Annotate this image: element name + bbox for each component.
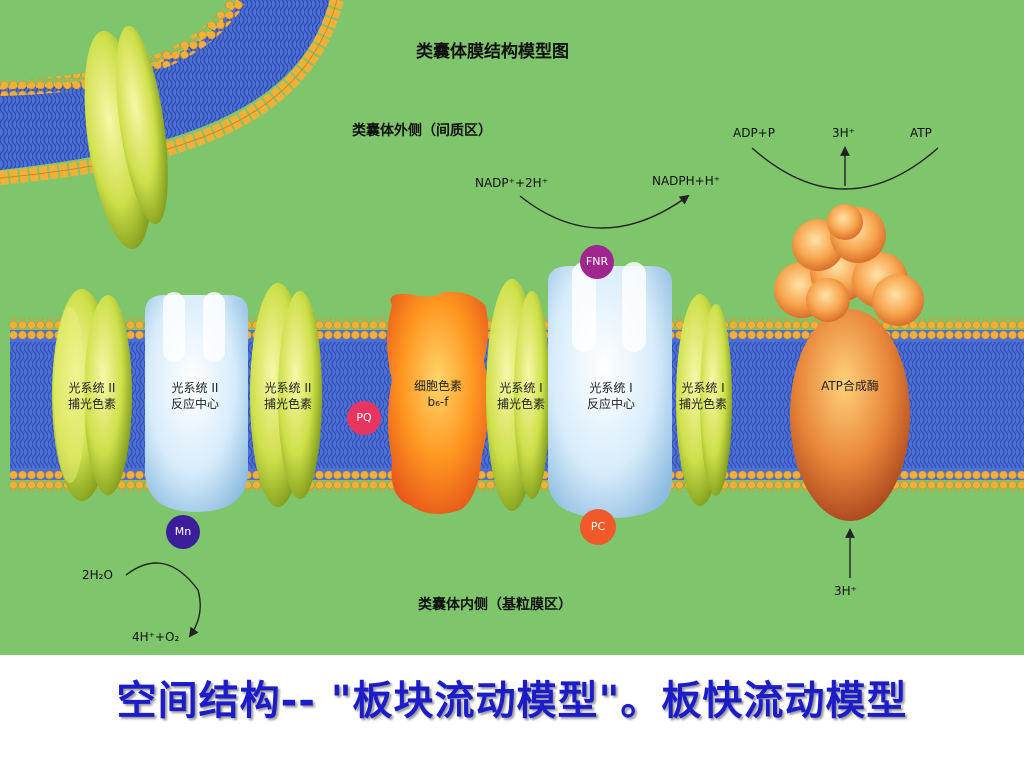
pc-label: PC bbox=[590, 520, 606, 533]
adp-label: ADP+P bbox=[733, 126, 775, 140]
water-splitting-arrow bbox=[125, 562, 201, 638]
ps2-center-line1: 光系统 II bbox=[171, 381, 219, 395]
nadph-label: NADPH+H⁺ bbox=[652, 174, 721, 188]
proton-out-label: 3H⁺ bbox=[832, 126, 855, 140]
ps2-antenna-a bbox=[52, 289, 132, 501]
cytochrome-label: 细胞色素 b₆-f bbox=[400, 378, 476, 410]
atp-synthase-label: ATP合成酶 bbox=[821, 379, 879, 393]
ps2-antenna-a-label: 光系统 II 捕光色素 bbox=[60, 380, 124, 412]
thylakoid-membrane-diagram bbox=[0, 0, 1024, 655]
ps1-antenna-a-line2: 捕光色素 bbox=[496, 397, 545, 411]
mn-label: Mn bbox=[174, 525, 192, 538]
cytochrome-b6f bbox=[387, 291, 489, 514]
fnr-enzyme bbox=[580, 245, 614, 279]
cytochrome-line2: b₆-f bbox=[427, 395, 449, 409]
ps2-antenna-b-label: 光系统 II 捕光色素 bbox=[256, 380, 320, 412]
curved-membrane-protein bbox=[84, 25, 168, 250]
fnr-label: FNR bbox=[585, 255, 609, 268]
nadp-label: NADP⁺+2H⁺ bbox=[475, 176, 549, 190]
ps1-antenna-b-line1: 光系统 I bbox=[681, 381, 725, 395]
cytochrome-line1: 细胞色素 bbox=[413, 379, 462, 393]
ps2-antenna-a-line1: 光系统 II bbox=[68, 381, 116, 395]
ps1-reaction-center bbox=[548, 262, 672, 518]
ps1-antenna-b-label: 光系统 I 捕光色素 bbox=[672, 380, 734, 412]
oxygen-label: 4H⁺+O₂ bbox=[132, 630, 180, 644]
ps2-antenna-b bbox=[250, 283, 322, 507]
ps1-antenna-a-label: 光系统 I 捕光色素 bbox=[490, 380, 552, 412]
water-label: 2H₂O bbox=[82, 568, 113, 582]
pq-carrier bbox=[347, 401, 381, 435]
ps2-antenna-a-line2: 捕光色素 bbox=[67, 397, 116, 411]
pc-carrier bbox=[580, 509, 616, 545]
slide-caption: 空间结构-- "板块流动模型"。板快流动模型 bbox=[116, 678, 908, 724]
pq-label: PQ bbox=[356, 411, 372, 424]
ps1-center-line2: 反应中心 bbox=[586, 397, 635, 411]
inner-side-label: 类囊体内侧（基粒膜区） bbox=[418, 597, 572, 613]
ps1-antenna-b bbox=[676, 294, 732, 506]
mn-cluster bbox=[166, 515, 200, 549]
ps2-reaction-center bbox=[145, 292, 248, 512]
nadp-reduction-arrow bbox=[519, 194, 690, 229]
atp-synthesis-arc bbox=[751, 147, 939, 190]
ps1-center-line1: 光系统 I bbox=[589, 381, 633, 395]
ps2-antenna-b-line1: 光系统 II bbox=[264, 381, 312, 395]
proton-in-label: 3H⁺ bbox=[834, 584, 857, 598]
ps1-antenna-a-line1: 光系统 I bbox=[499, 381, 543, 395]
atp-label: ATP bbox=[910, 126, 932, 140]
diagram-title: 类囊体膜结构模型图 bbox=[416, 42, 569, 62]
ps1-antenna-b-line2: 捕光色素 bbox=[678, 397, 727, 411]
ps2-center-label: 光系统 II 反应中心 bbox=[162, 380, 228, 412]
ps2-center-line2: 反应中心 bbox=[170, 397, 219, 411]
ps2-antenna-b-line2: 捕光色素 bbox=[263, 397, 312, 411]
outer-side-label: 类囊体外侧（间质区） bbox=[352, 123, 492, 139]
ps1-antenna-a bbox=[486, 279, 550, 511]
ps1-center-label: 光系统 I 反应中心 bbox=[578, 380, 644, 412]
atp-synthase bbox=[774, 204, 924, 521]
